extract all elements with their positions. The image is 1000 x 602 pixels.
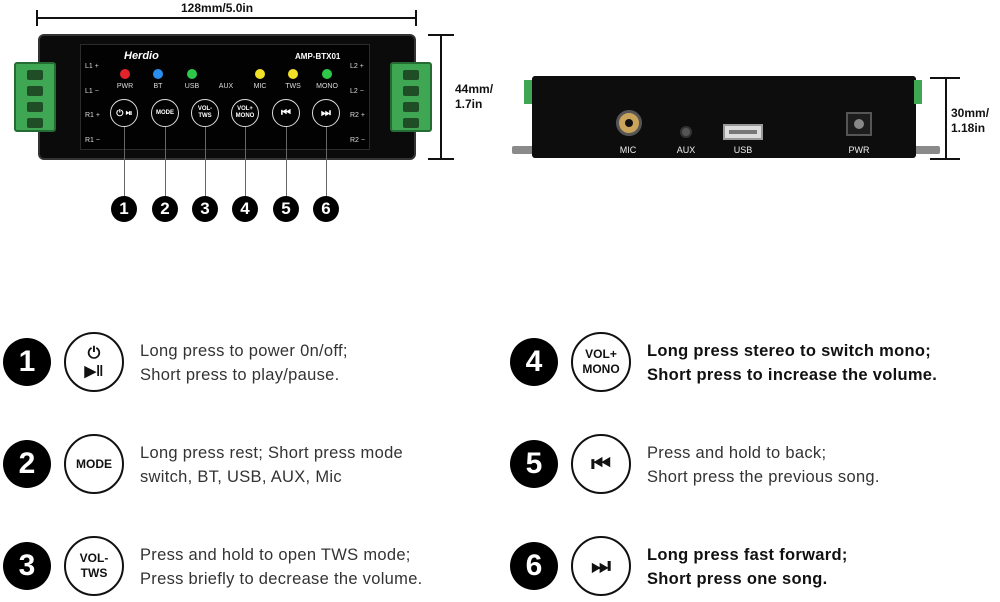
legend-2-text: Long press rest; Short press mode switch…	[140, 441, 403, 489]
vol-plus-mono-icon: VOL+ MONO	[571, 332, 631, 392]
front-height-tick-bottom	[428, 158, 454, 160]
legend-6-text: Long press fast forward; Short press one…	[647, 543, 848, 591]
terminal-block-left	[14, 62, 56, 132]
channel-label-r2-plus: R2 +	[350, 112, 365, 119]
led-bt	[153, 69, 163, 79]
legend-3-line-1: Press and hold to open TWS mode;	[140, 546, 411, 564]
front-height-label-mm: 44mm/	[455, 82, 494, 96]
callout-number-1: 1	[111, 196, 137, 222]
legend-5-line-2: Short press the previous song.	[647, 468, 880, 486]
callout-line-5	[286, 127, 287, 197]
legend-4-text: Long press stereo to switch mono; Short …	[647, 339, 937, 387]
legend-1-line-1: Long press to power 0n/off;	[140, 342, 348, 360]
legend-1-text: Long press to power 0n/off; Short press …	[140, 339, 348, 387]
side-terminal-right	[914, 80, 922, 104]
legend-2-line-2: switch, BT, USB, AUX, Mic	[140, 468, 342, 486]
panel-power-play-button[interactable]: ⏻ ⏯	[110, 99, 138, 127]
panel-next-button[interactable]: ⏭	[312, 99, 340, 127]
legend-number-2: 2	[3, 440, 51, 488]
front-control-panel	[80, 44, 370, 150]
port-label-usb: USB	[733, 145, 753, 155]
legend-number-6: 6	[510, 542, 558, 590]
front-height-label-in: 1.7in	[455, 97, 483, 111]
callout-number-3: 3	[192, 196, 218, 222]
mode-icon: MODE	[64, 434, 124, 494]
led-label-tws: TWS	[285, 83, 301, 90]
callout-line-4	[245, 127, 246, 197]
power-play-pause-icon: ⏻ ▶‖	[64, 332, 124, 392]
front-height-dimension-line	[440, 34, 442, 160]
legend-3-text: Press and hold to open TWS mode; Press b…	[140, 543, 423, 591]
legend-1-line-2: Short press to play/pause.	[140, 366, 340, 384]
led-mono	[322, 69, 332, 79]
previous-track-icon: ⏮	[571, 434, 631, 494]
channel-label-l2-plus: L2 +	[350, 63, 364, 70]
legend-4-line-1: Long press stereo to switch mono;	[647, 342, 932, 360]
led-label-mic: MIC	[253, 83, 267, 90]
led-mic	[255, 69, 265, 79]
vol-minus-tws-icon: VOL- TWS	[64, 536, 124, 596]
legend-5-text: Press and hold to back; Short press the …	[647, 441, 880, 489]
mic-jack-icon	[616, 110, 642, 136]
channel-label-l1-plus: L1 +	[85, 63, 99, 70]
led-label-aux: AUX	[218, 83, 234, 90]
panel-vol-minus-tws-button[interactable]: VOL- TWS	[191, 99, 219, 127]
model-label: AMP-BTX01	[295, 52, 341, 61]
side-height-label-mm: 30mm/	[951, 106, 990, 120]
led-pwr	[120, 69, 130, 79]
led-label-usb: USB	[184, 83, 200, 90]
callout-number-6: 6	[313, 196, 339, 222]
callout-line-3	[205, 127, 206, 197]
pwr-jack-icon	[846, 112, 872, 136]
port-label-aux: AUX	[676, 145, 696, 155]
panel-vol-plus-mono-button[interactable]: VOL+ MONO	[231, 99, 259, 127]
side-height-dimension-line	[945, 77, 947, 159]
led-label-bt: BT	[153, 83, 163, 90]
legend-6-line-2: Short press one song.	[647, 570, 828, 588]
legend-number-4: 4	[510, 338, 558, 386]
terminal-block-right	[390, 62, 432, 132]
side-terminal-left	[524, 80, 532, 104]
channel-label-r1-plus: R1 +	[85, 112, 100, 119]
channel-label-l2-minus: L2 −	[350, 88, 364, 95]
width-dimension-tick-right	[415, 10, 417, 26]
usb-port-icon	[723, 124, 763, 140]
port-label-pwr: PWR	[848, 145, 870, 155]
channel-label-r1-minus: R1 −	[85, 137, 100, 144]
channel-label-r2-minus: R2 −	[350, 137, 365, 144]
legend-2-line-1: Long press rest; Short press mode	[140, 444, 404, 462]
aux-jack-icon	[680, 126, 692, 138]
port-label-mic: MIC	[619, 145, 637, 155]
legend-5-line-1: Press and hold to back;	[647, 444, 827, 462]
led-label-mono: MONO	[316, 83, 338, 90]
front-height-tick-top	[428, 34, 454, 36]
next-track-icon: ⏭	[571, 536, 631, 596]
legend-3-line-2: Press briefly to decrease the volume.	[140, 570, 423, 588]
width-dimension-line	[36, 17, 416, 19]
callout-line-1	[124, 127, 125, 197]
side-height-tick-bottom	[930, 158, 960, 160]
brand-logo: Herdio	[124, 50, 159, 62]
width-dimension-tick-left	[36, 10, 38, 26]
width-dimension-label: 128mm/5.0in	[181, 1, 254, 15]
led-usb	[187, 69, 197, 79]
panel-previous-button[interactable]: ⏮	[272, 99, 300, 127]
side-height-label-in: 1.18in	[951, 121, 986, 135]
legend-number-3: 3	[3, 542, 51, 590]
side-height-tick-top	[930, 77, 960, 79]
led-tws	[288, 69, 298, 79]
legend-number-5: 5	[510, 440, 558, 488]
legend-4-line-2: Short press to increase the volume.	[647, 366, 938, 384]
callout-number-2: 2	[152, 196, 178, 222]
legend-6-line-1: Long press fast forward;	[647, 546, 848, 564]
channel-label-l1-minus: L1 −	[85, 88, 99, 95]
callout-line-2	[165, 127, 166, 197]
legend-number-1: 1	[3, 338, 51, 386]
callout-line-6	[326, 127, 327, 197]
panel-mode-button[interactable]: MODE	[151, 99, 179, 127]
led-label-pwr: PWR	[116, 83, 134, 90]
callout-number-4: 4	[232, 196, 258, 222]
callout-number-5: 5	[273, 196, 299, 222]
